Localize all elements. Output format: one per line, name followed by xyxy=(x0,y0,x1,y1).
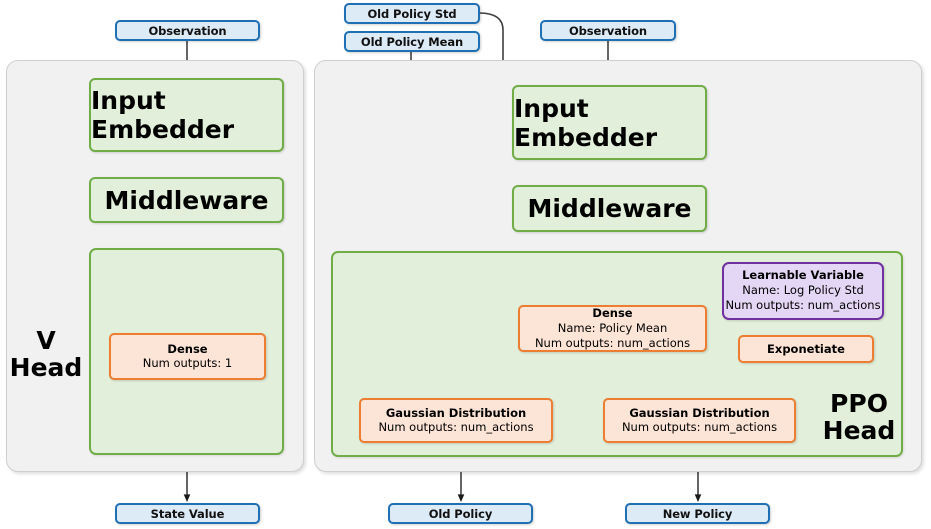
ppo-head-caption-line2: Head xyxy=(822,416,896,445)
v-head-dense[interactable]: Dense Num outputs: 1 xyxy=(109,333,266,380)
ppo-gaussian-distribution-new[interactable]: Gaussian Distribution Num outputs: num_a… xyxy=(603,398,796,443)
v-head-state-value-output[interactable]: State Value xyxy=(115,503,260,524)
ppo-head-caption: PPO Head xyxy=(815,388,903,446)
ppo-dense-name: Name: Policy Mean xyxy=(557,320,668,335)
v-head-caption: V Head xyxy=(8,325,84,383)
ppo-observation-input[interactable]: Observation xyxy=(540,20,676,41)
learnable-variable-title: Learnable Variable xyxy=(742,268,864,283)
ppo-exponetiate[interactable]: Exponetiate xyxy=(738,335,874,363)
ppo-dense-title: Dense xyxy=(592,306,633,321)
ppo-old-policy-output[interactable]: Old Policy xyxy=(388,503,533,524)
gaussian-new-num-outputs: Num outputs: num_actions xyxy=(621,420,778,435)
ppo-head-caption-line1: PPO xyxy=(830,389,888,418)
gaussian-old-num-outputs: Num outputs: num_actions xyxy=(378,420,534,435)
learnable-variable-name: Name: Log Policy Std xyxy=(742,282,864,297)
v-head-caption-line2: Head xyxy=(9,353,83,382)
v-head-middleware[interactable]: Middleware xyxy=(89,177,284,223)
exponetiate-title: Exponetiate xyxy=(767,341,845,356)
ppo-new-policy-output[interactable]: New Policy xyxy=(625,503,770,524)
ppo-learnable-variable-log-policy-std[interactable]: Learnable Variable Name: Log Policy Std … xyxy=(722,262,884,320)
ppo-dense-num-outputs: Num outputs: num_actions xyxy=(534,335,691,350)
ppo-head-middleware[interactable]: Middleware xyxy=(512,185,707,232)
v-head-input-embedder[interactable]: Input Embedder xyxy=(89,78,284,152)
ppo-gaussian-distribution-old[interactable]: Gaussian Distribution Num outputs: num_a… xyxy=(359,398,553,443)
ppo-head-dense-policy-mean[interactable]: Dense Name: Policy Mean Num outputs: num… xyxy=(518,305,707,352)
v-head-dense-title: Dense xyxy=(167,341,208,356)
gaussian-new-title: Gaussian Distribution xyxy=(629,405,770,420)
ppo-head-input-embedder[interactable]: Input Embedder xyxy=(512,85,707,160)
learnable-variable-num-outputs: Num outputs: num_actions xyxy=(725,298,881,313)
v-head-observation-input[interactable]: Observation xyxy=(115,20,260,41)
v-head-caption-line1: V xyxy=(36,326,56,355)
ppo-old-policy-mean-input[interactable]: Old Policy Mean xyxy=(344,31,480,52)
ppo-old-policy-std-input[interactable]: Old Policy Std xyxy=(344,3,480,24)
gaussian-old-title: Gaussian Distribution xyxy=(385,405,527,420)
v-head-dense-num-outputs: Num outputs: 1 xyxy=(142,356,233,371)
